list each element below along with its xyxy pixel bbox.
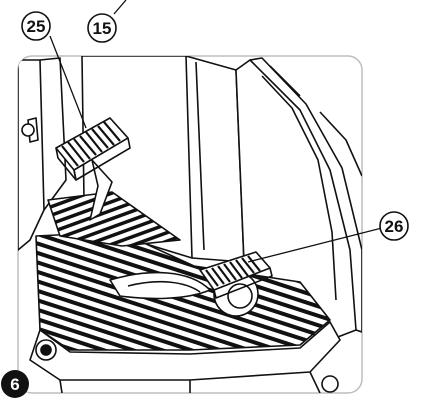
machine-drawing	[18, 56, 362, 393]
step-badge: 6	[1, 370, 29, 398]
callout-25-label: 25	[27, 17, 46, 36]
callout-15: 15	[87, 13, 117, 43]
callout-15-label: 15	[93, 19, 112, 38]
leader-line-26	[247, 227, 383, 263]
leader-line-15	[113, 0, 127, 15]
callout-26-label: 26	[385, 217, 404, 236]
leader-line-25	[49, 35, 87, 129]
callout-26: 26	[379, 211, 409, 241]
callout-25: 25	[21, 11, 51, 41]
step-badge-number: 6	[10, 375, 19, 394]
